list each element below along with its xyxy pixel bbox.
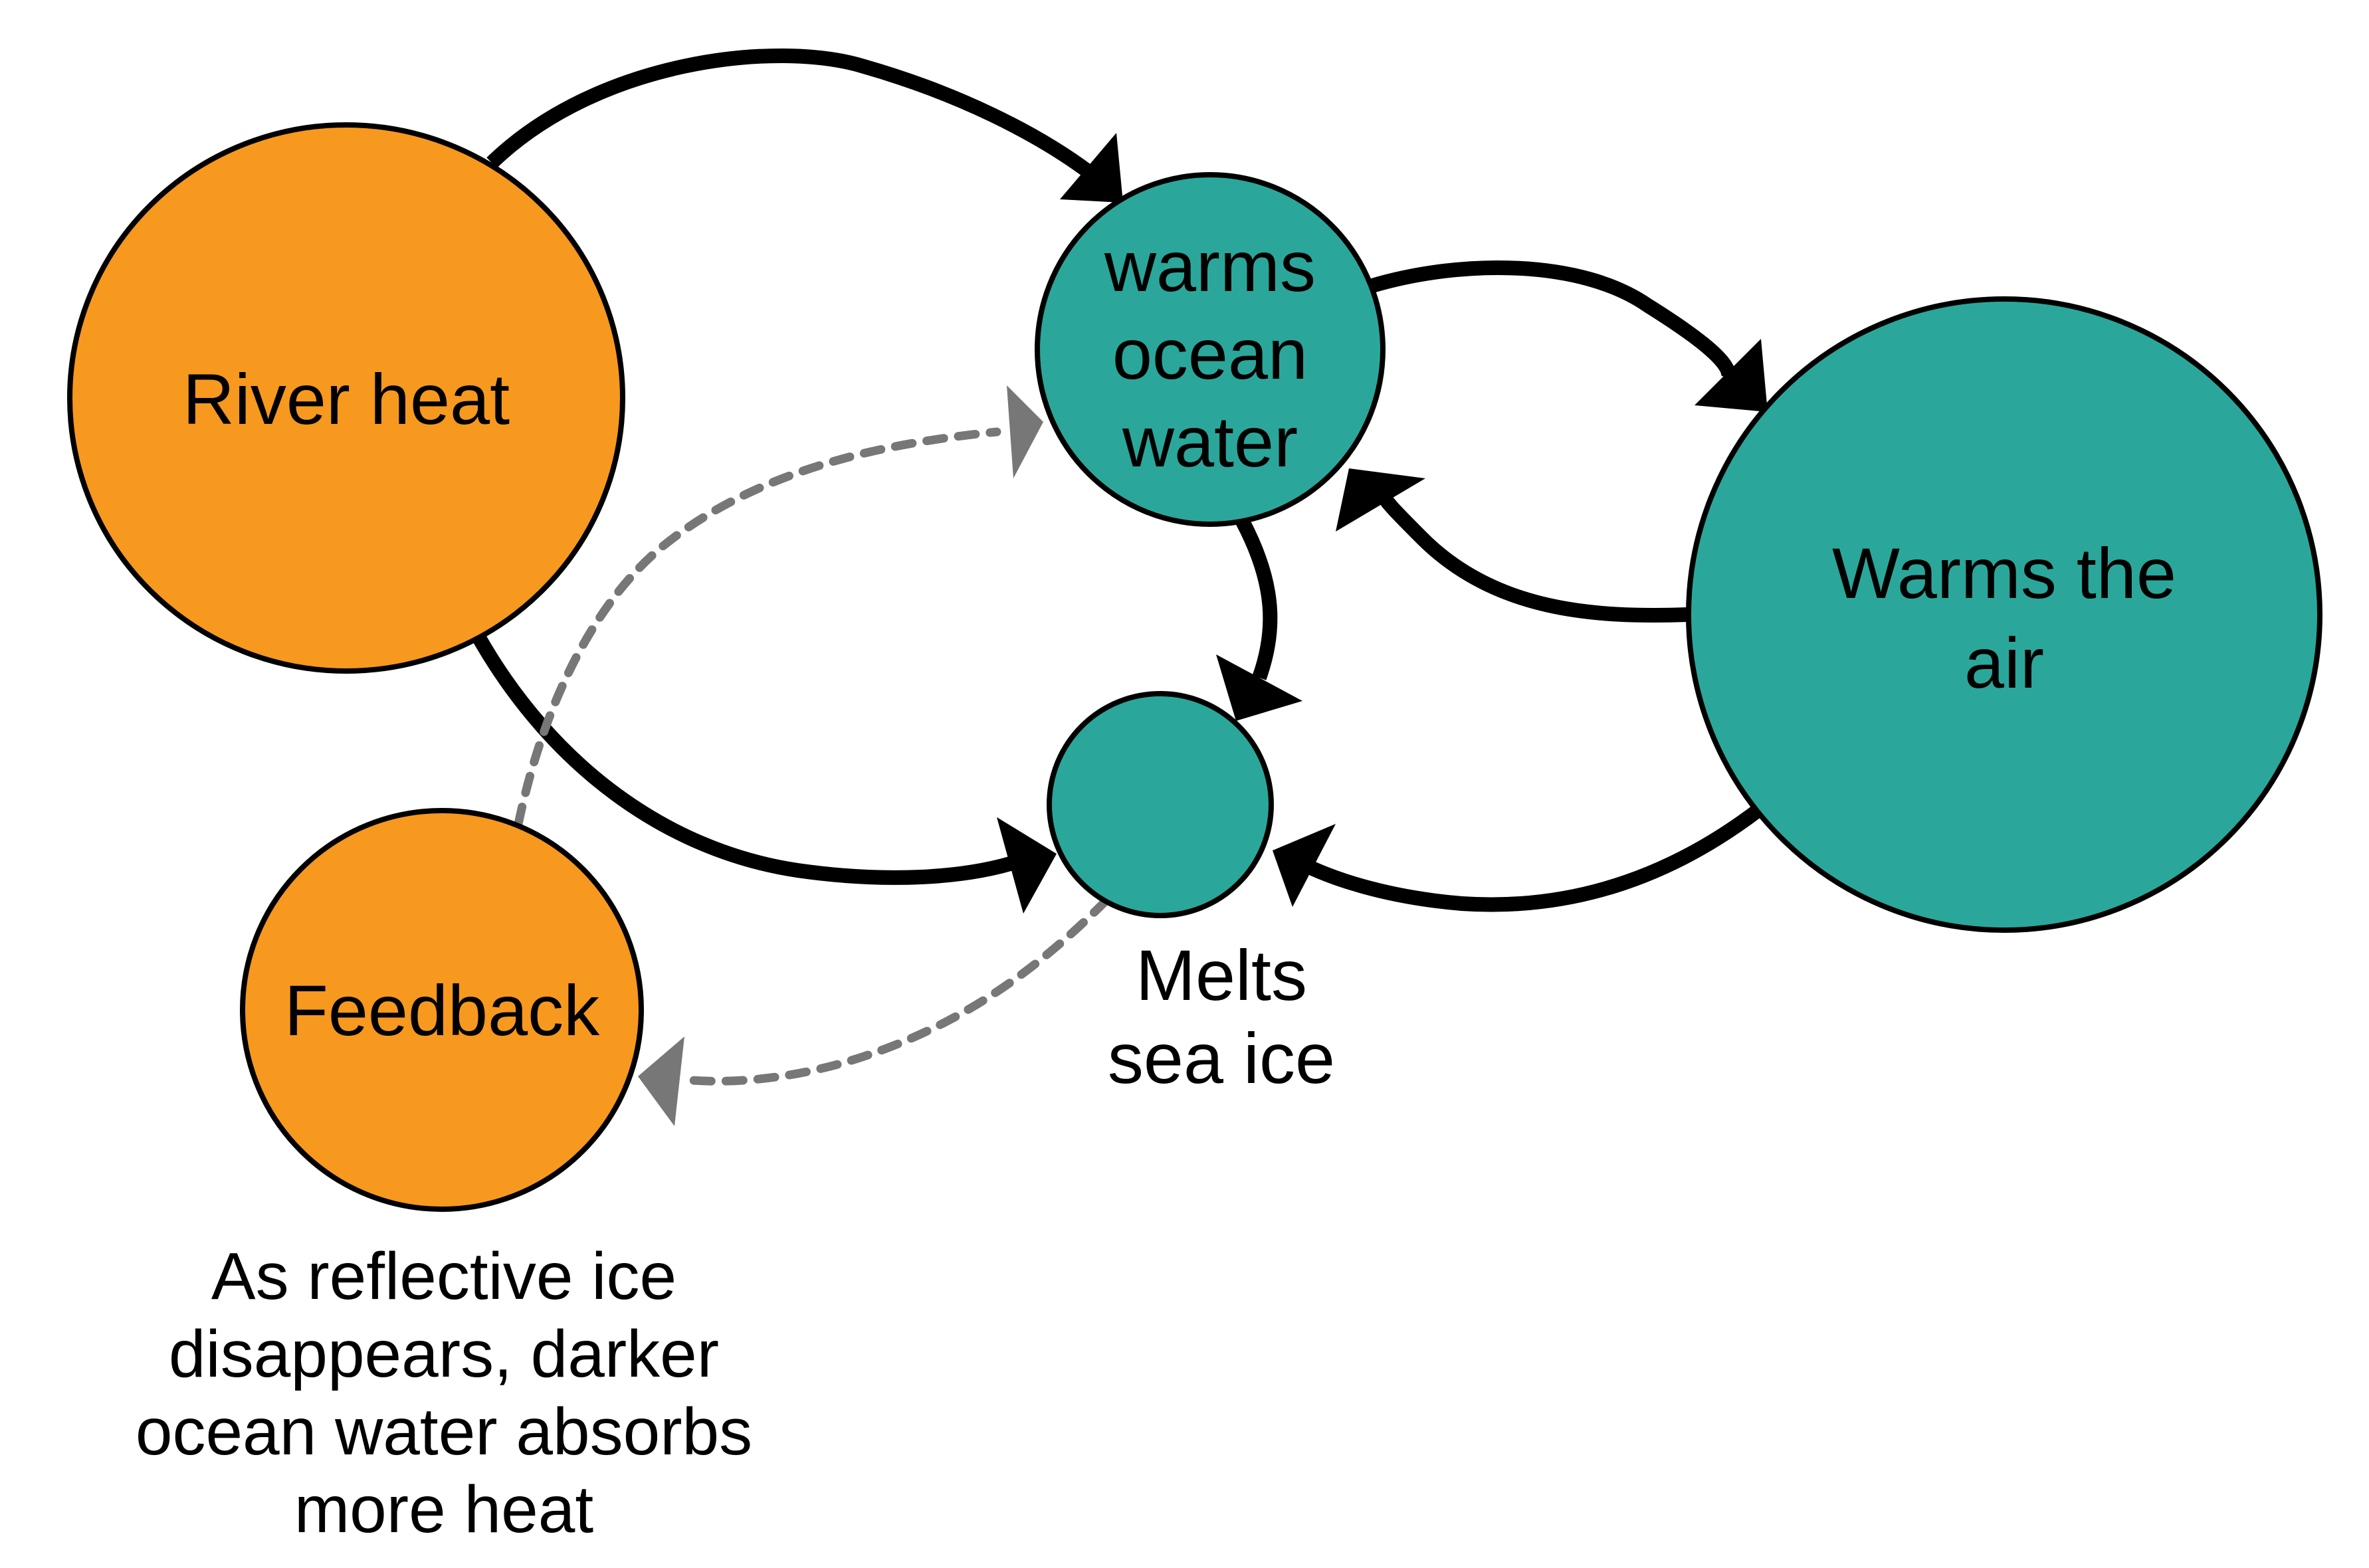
- caption-line-3: ocean water absorbs: [136, 1395, 752, 1469]
- edge-ocean-water-to-air: [1370, 260, 1736, 382]
- node-melts-sea-ice: Melts sea ice: [1047, 691, 1335, 1098]
- sea-ice-circle: [1047, 691, 1274, 918]
- feedback-label: Feedback: [284, 970, 600, 1050]
- edge-sea-ice-to-feedback: [680, 896, 1111, 1086]
- air-circle: [1686, 296, 2322, 933]
- arrowhead-sea-ice-top: [1216, 654, 1302, 721]
- arrowhead-sea-ice-right: [1273, 824, 1336, 907]
- caption-line-4: more heat: [294, 1472, 593, 1547]
- air-label-line-2: air: [1964, 623, 2044, 703]
- sea-ice-label-line-2: sea ice: [1108, 1018, 1335, 1098]
- edge-air-to-ocean-water: [1375, 490, 1689, 623]
- arrowhead-ocean-water-top: [1060, 133, 1123, 203]
- air-label-line-1: Warms the: [1832, 533, 2176, 613]
- arrowhead-air-top: [1695, 339, 1768, 412]
- node-feedback: Feedback: [240, 808, 644, 1212]
- arrowhead-feedback: [638, 1036, 684, 1126]
- feedback-caption: As reflective ice disappears, darker oce…: [136, 1239, 752, 1547]
- ocean-water-label-line-3: water: [1122, 401, 1298, 482]
- edge-ocean-water-to-sea-ice: [1236, 518, 1278, 680]
- river-heat-label: River heat: [183, 359, 510, 439]
- caption-line-2: disappears, darker: [169, 1317, 719, 1391]
- node-warms-the-air: Warms the air: [1686, 296, 2322, 933]
- arrowhead-ocean-water-left: [1007, 385, 1043, 478]
- ocean-water-circle: [1035, 172, 1386, 527]
- river-heat-circle: [67, 122, 625, 674]
- edge-air-to-sea-ice: [1299, 805, 1762, 912]
- edge-river-heat-to-ocean-water: [486, 48, 1094, 179]
- arrowhead-ocean-water-right: [1336, 468, 1425, 532]
- edge-river-heat-to-sea-ice: [473, 635, 1013, 885]
- feedback-circle: [240, 808, 644, 1212]
- sea-ice-label-line-1: Melts: [1136, 935, 1307, 1015]
- node-river-heat: River heat: [67, 122, 625, 674]
- arrowhead-sea-ice-left: [997, 817, 1057, 914]
- edge-feedback-to-ocean-water: [514, 427, 1001, 829]
- caption-line-1: As reflective ice: [211, 1239, 676, 1314]
- ocean-water-label-line-2: ocean: [1112, 314, 1308, 394]
- node-warms-ocean-water: warms ocean water: [1035, 172, 1386, 527]
- ocean-water-label-line-1: warms: [1104, 226, 1316, 306]
